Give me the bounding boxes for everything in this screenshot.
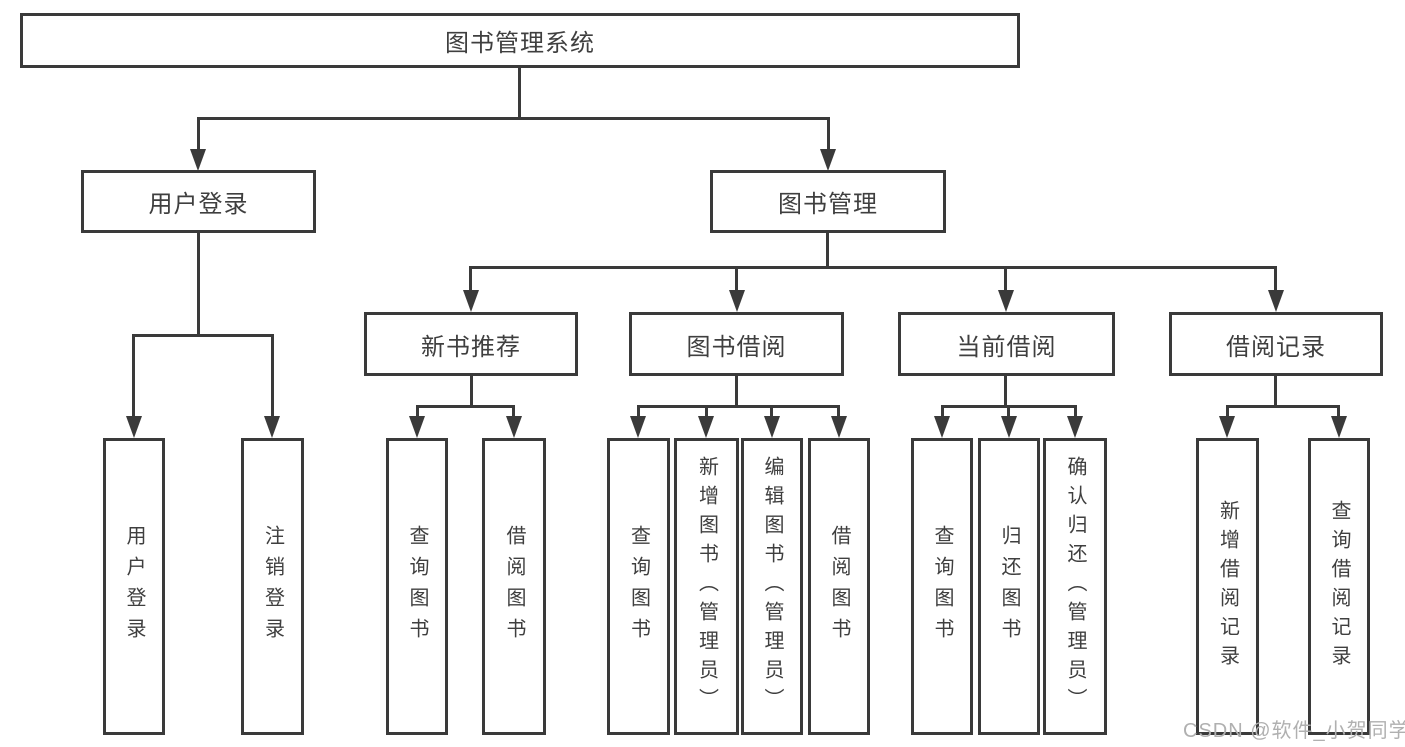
connector-line	[826, 233, 829, 268]
leaf-logout-login: 注销登录	[241, 438, 304, 735]
connector-line	[132, 334, 135, 417]
leaf-user-login: 用户登录	[103, 438, 165, 735]
node-new-book-recommendation: 新书推荐	[364, 312, 578, 376]
leaf-query-books-recommend: 查询图书	[386, 438, 448, 735]
arrow-down-icon	[729, 290, 745, 312]
connector-line	[1226, 405, 1229, 417]
arrow-down-icon	[1001, 416, 1017, 438]
arrow-down-icon	[1331, 416, 1347, 438]
watermark: CSDN @软件_小贺同学	[1183, 720, 1405, 742]
leaf-edit-books-admin: 编辑图书（管理员）	[741, 438, 803, 735]
arrow-down-icon	[698, 416, 714, 438]
leaf-borrow-books-recommend: 借阅图书	[482, 438, 546, 735]
connector-line	[271, 334, 274, 417]
leaf-query-borrow-record: 查询借阅记录	[1308, 438, 1370, 735]
leaf-query-books-borrowing: 查询图书	[607, 438, 670, 735]
connector-line	[197, 117, 830, 120]
leaf-return-books: 归还图书	[978, 438, 1040, 735]
node-current-borrowing: 当前借阅	[898, 312, 1115, 376]
leaf-add-books-admin: 新增图书（管理员）	[674, 438, 739, 735]
connector-line	[1274, 266, 1277, 291]
connector-line	[1337, 405, 1340, 417]
arrow-down-icon	[831, 416, 847, 438]
connector-line	[518, 68, 521, 119]
arrow-down-icon	[126, 416, 142, 438]
leaf-add-borrow-record: 新增借阅记录	[1196, 438, 1259, 735]
arrow-down-icon	[934, 416, 950, 438]
connector-line	[637, 405, 840, 408]
node-library-management-system: 图书管理系统	[20, 13, 1020, 68]
connector-line	[827, 117, 830, 151]
connector-line	[1004, 376, 1007, 408]
leaf-borrow-books-borrowing: 借阅图书	[808, 438, 870, 735]
arrow-down-icon	[764, 416, 780, 438]
connector-line	[133, 334, 274, 337]
leaf-confirm-return-admin: 确认归还（管理员）	[1043, 438, 1107, 735]
connector-line	[512, 405, 515, 417]
connector-line	[837, 405, 840, 417]
connector-line	[416, 405, 515, 408]
connector-line	[735, 266, 738, 291]
connector-line	[705, 405, 708, 417]
arrow-down-icon	[630, 416, 646, 438]
arrow-down-icon	[190, 149, 206, 171]
node-book-management: 图书管理	[710, 170, 946, 233]
connector-line	[469, 266, 472, 291]
arrow-down-icon	[1219, 416, 1235, 438]
arrow-down-icon	[1268, 290, 1284, 312]
arrow-down-icon	[409, 416, 425, 438]
connector-line	[416, 405, 419, 417]
leaf-query-books-current: 查询图书	[911, 438, 973, 735]
connector-line	[197, 233, 200, 336]
connector-line	[1074, 405, 1077, 417]
connector-line	[1226, 405, 1340, 408]
node-borrowing-records: 借阅记录	[1169, 312, 1383, 376]
arrow-down-icon	[506, 416, 522, 438]
connector-line	[637, 405, 640, 417]
connector-line	[1274, 376, 1277, 408]
arrow-down-icon	[463, 290, 479, 312]
connector-line	[1004, 266, 1007, 291]
node-book-borrowing: 图书借阅	[629, 312, 844, 376]
connector-line	[735, 376, 738, 408]
connector-line	[1007, 405, 1010, 417]
connector-line	[770, 405, 773, 417]
arrow-down-icon	[998, 290, 1014, 312]
node-user-login: 用户登录	[81, 170, 316, 233]
connector-line	[470, 376, 473, 408]
arrow-down-icon	[1067, 416, 1083, 438]
connector-line	[941, 405, 944, 417]
connector-line	[469, 266, 1277, 269]
arrow-down-icon	[264, 416, 280, 438]
arrow-down-icon	[820, 149, 836, 171]
connector-line	[197, 117, 200, 151]
